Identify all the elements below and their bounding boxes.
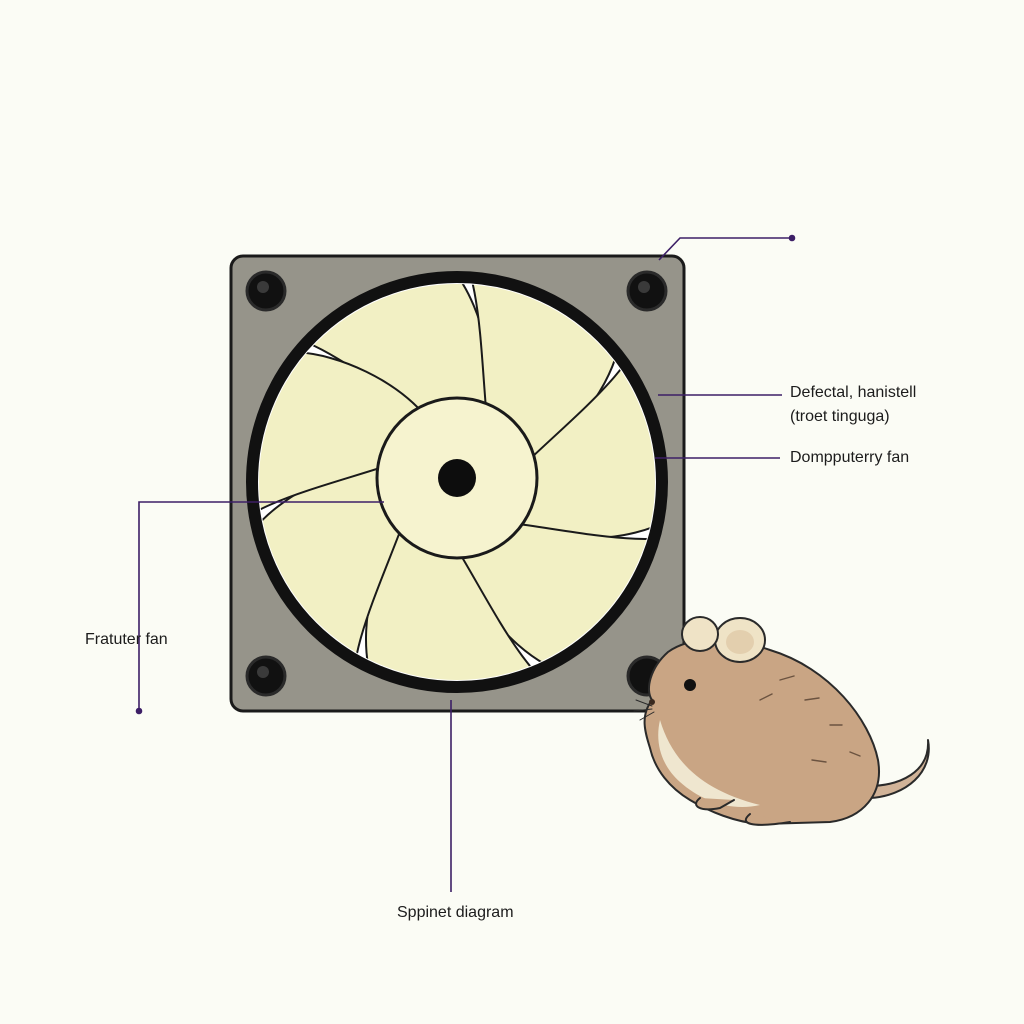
screw-holes [245, 270, 668, 697]
mouse-belly [658, 720, 760, 808]
label-left: Fratuter fan [85, 631, 168, 648]
label-top-right-line2: (troet tinguga) [790, 408, 890, 425]
fan-axle [438, 459, 476, 497]
fan-illustration [229, 254, 686, 713]
label-top-right-line1: Defectal, hanistell [790, 384, 917, 401]
mouse-front-foot [695, 797, 735, 811]
mouse-body [643, 638, 880, 825]
leader-line-top [658, 237, 792, 261]
mouse-eye [684, 679, 696, 691]
label-right-middle: Dompputerry fan [790, 449, 910, 466]
leader-lines [135, 234, 796, 892]
mouse-illustration [633, 616, 930, 826]
mouse-back-foot [744, 813, 791, 826]
label-bottom: Sppinet diagram [397, 904, 514, 921]
mouse-ear-front [681, 616, 719, 652]
leader-line-left [138, 501, 384, 711]
